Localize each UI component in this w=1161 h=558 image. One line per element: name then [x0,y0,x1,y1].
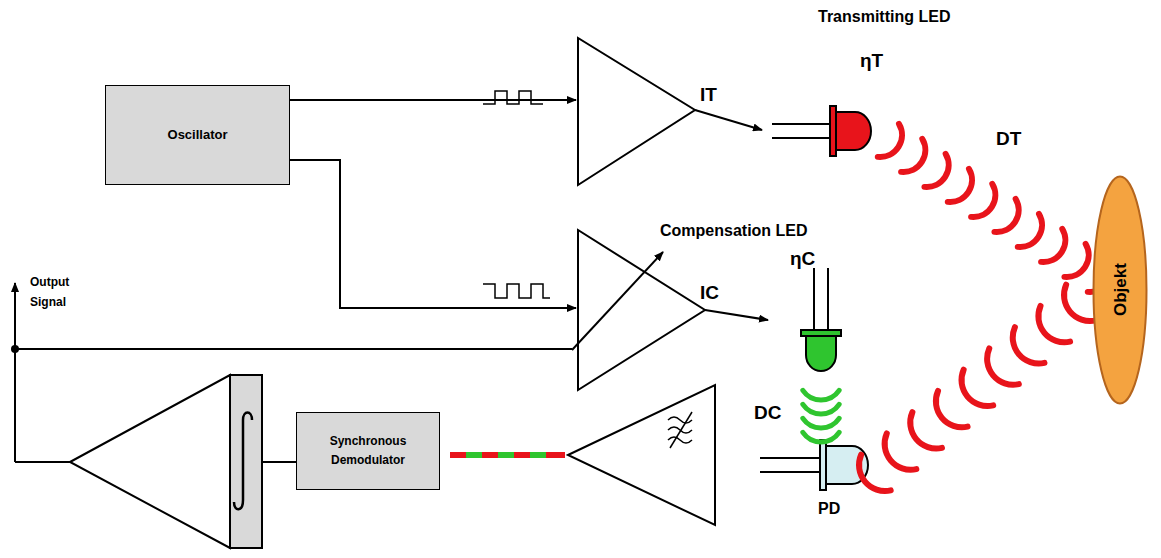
light-wave [1041,229,1065,262]
light-wave [1064,244,1088,277]
efficiency-symbol: ηT [860,50,883,72]
distance-symbol: DT [996,128,1021,150]
photodiode-label: PD [818,500,840,518]
light-wave [910,412,942,448]
light-wave [1064,285,1096,321]
light-wave [859,455,891,491]
led-label: Transmitting LED [818,8,950,26]
light-wave [924,154,948,187]
oscillator-box: Oscillator [105,85,290,185]
light-wave [1018,214,1042,247]
node-text: Oscillator [168,125,228,146]
light-wave [803,390,839,400]
current-symbol: IT [700,84,717,106]
signal-label: Output Signal [30,272,90,313]
distance-symbol: DC [754,402,781,424]
light-wave [971,184,995,217]
node-text: Synchronous Demodulator [302,432,434,470]
efficiency-symbol: ηC [790,248,815,270]
light-wave [901,139,925,172]
light-wave [1013,327,1045,363]
object-ellipse: Objekt [1092,175,1148,405]
current-symbol: IC [700,282,719,304]
light-wave [987,348,1019,384]
demodulator-box: Synchronous Demodulator [296,412,440,490]
light-wave [803,432,839,442]
light-wave [1038,306,1070,342]
light-wave [803,418,839,428]
light-wave [936,391,968,427]
light-wave [948,169,972,202]
node-text: Objekt [1106,264,1133,317]
light-wave [962,370,994,406]
light-wave [885,433,917,469]
light-wave [994,199,1018,232]
light-wave [803,404,839,414]
led-label: Compensation LED [660,222,808,240]
light-wave [878,124,902,157]
